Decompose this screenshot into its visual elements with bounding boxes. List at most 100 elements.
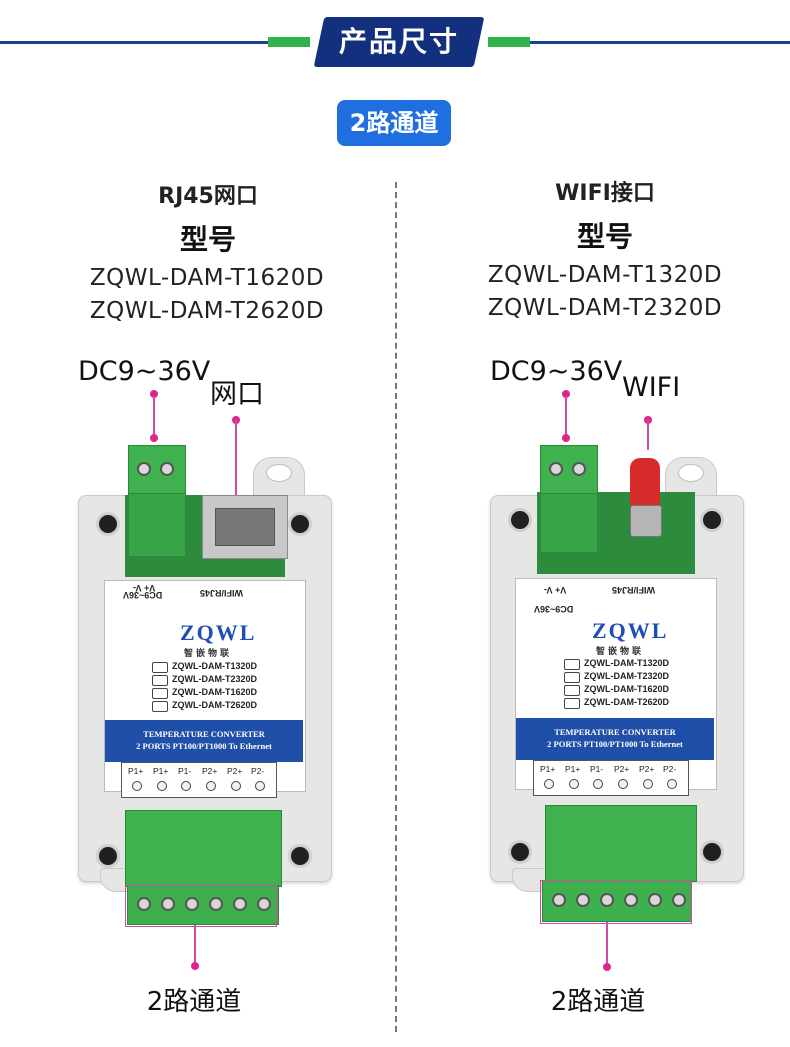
right-terminal-screw-2 (576, 893, 590, 907)
left-label-comm: WIFI/RJ45 (200, 588, 244, 598)
right-channel-dot (603, 963, 611, 971)
left-model-check-4[interactable] (152, 701, 168, 712)
left-terminal-plug (127, 885, 279, 925)
left-model-check-2[interactable] (152, 675, 168, 686)
right-port-3: P1- (590, 764, 604, 774)
right-label-model-3: ZQWL-DAM-T1620D (584, 684, 669, 694)
right-product-line-2: 2 PORTS PT100/PT1000 To Ethernet (547, 739, 683, 749)
right-label-model-4: ZQWL-DAM-T2620D (584, 697, 669, 707)
left-port-pin (235, 420, 237, 516)
right-label-power: DC9~36V (534, 604, 574, 614)
left-brand-sub: 智嵌物联 (184, 649, 233, 659)
left-label-model-1: ZQWL-DAM-T1320D (172, 661, 257, 671)
left-port-hole-2 (157, 781, 167, 791)
left-product-line-1: TEMPERATURE CONVERTER (143, 729, 265, 739)
header-accent-right (488, 37, 530, 47)
right-model-1: ZQWL-DAM-T1320D (487, 262, 723, 288)
right-brand-logo: ZQWL (592, 618, 669, 643)
right-terminal-screw-6 (672, 893, 686, 907)
right-port-hole-5 (643, 779, 653, 789)
right-channel-pin (606, 922, 608, 964)
left-screw-hole-tl (96, 512, 120, 536)
right-model-check-4[interactable] (564, 698, 580, 709)
right-port-1: P1+ (540, 764, 556, 774)
right-mount-ear-hole (678, 464, 704, 482)
right-power-terminal-body (540, 493, 598, 553)
left-port-hole-3 (181, 781, 191, 791)
left-terminal-screw-1 (137, 897, 151, 911)
right-product-line-1: TEMPERATURE CONVERTER (554, 727, 676, 737)
left-port-row (121, 762, 277, 798)
left-interface-title: RJ45网口 (158, 184, 258, 209)
left-label-model-4: ZQWL-DAM-T2620D (172, 700, 257, 710)
left-power-dot-end (150, 434, 158, 442)
left-power-screw-1 (137, 462, 151, 476)
right-label-comm: WIFI/RJ45 (612, 585, 656, 595)
left-channel-pin (194, 925, 196, 963)
left-model-check-1[interactable] (152, 662, 168, 673)
left-label-power-pins: V+ V- (133, 583, 156, 593)
left-port-hole-6 (255, 781, 265, 791)
left-rj45-jack (215, 508, 275, 546)
right-power-screw-1 (549, 462, 563, 476)
right-terminal-screw-4 (624, 893, 638, 907)
left-terminal-screw-3 (185, 897, 199, 911)
right-brand-sub: 智嵌物联 (596, 647, 645, 657)
right-interface-title: WIFI接口 (555, 181, 655, 206)
right-power-dot-end (562, 434, 570, 442)
right-model-check-3[interactable] (564, 685, 580, 696)
left-sensor-terminal (125, 810, 282, 887)
right-label-power-pins: V+ V- (544, 585, 567, 595)
left-model-2: ZQWL-DAM-T2620D (89, 298, 325, 324)
right-port-hole-4 (618, 779, 628, 789)
left-product-bar: TEMPERATURE CONVERTER 2 PORTS PT100/PT10… (105, 720, 303, 762)
left-port-3: P1- (178, 766, 192, 776)
right-screw-hole-br (700, 840, 724, 864)
left-channel-box (125, 885, 277, 927)
right-model-check-1[interactable] (564, 659, 580, 670)
left-port-1: P1+ (128, 766, 144, 776)
left-model-heading: 型号 (179, 223, 236, 256)
left-terminal-screw-2 (161, 897, 175, 911)
left-screw-hole-bl (96, 844, 120, 868)
right-port-label: WIFI (622, 372, 681, 403)
header-accent-left (268, 37, 310, 47)
right-model-check-2[interactable] (564, 672, 580, 683)
left-power-terminal-body (128, 493, 186, 557)
right-power-pin (565, 396, 567, 438)
left-screw-hole-br (288, 844, 312, 868)
right-wifi-antenna (630, 458, 660, 508)
left-power-dot (150, 390, 158, 398)
left-power-label: DC9~36V (78, 356, 211, 387)
right-screw-hole-tl (508, 508, 532, 532)
left-port-hole-1 (132, 781, 142, 791)
left-channel-label: 2路通道 (146, 987, 242, 1017)
left-model-check-3[interactable] (152, 688, 168, 699)
page-title: 产品尺寸 (338, 25, 459, 58)
header-line-right (505, 41, 790, 44)
left-terminal-screw-6 (257, 897, 271, 911)
left-port-2: P1+ (153, 766, 169, 776)
right-port-hole-6 (667, 779, 677, 789)
right-channel-label: 2路通道 (550, 987, 646, 1017)
right-port-2: P1+ (565, 764, 581, 774)
right-port-row (533, 760, 689, 796)
left-brand-logo: ZQWL (180, 620, 257, 645)
right-port-hole-1 (544, 779, 554, 789)
right-label-model-2: ZQWL-DAM-T2320D (584, 671, 669, 681)
left-port-hole-5 (231, 781, 241, 791)
right-port-6: P2- (663, 764, 677, 774)
right-port-5: P2+ (639, 764, 655, 774)
right-screw-hole-bl (508, 840, 532, 864)
right-terminal-screw-5 (648, 893, 662, 907)
right-port-4: P2+ (614, 764, 630, 774)
right-channel-box (540, 880, 692, 924)
left-power-pin (153, 396, 155, 438)
right-terminal-screw-1 (552, 893, 566, 907)
right-screw-hole-tr (700, 508, 724, 532)
left-mount-ear-hole (266, 464, 292, 482)
right-power-dot (562, 390, 570, 398)
left-port-4: P2+ (202, 766, 218, 776)
left-model-1: ZQWL-DAM-T1620D (89, 265, 325, 291)
right-sensor-terminal (545, 805, 697, 882)
